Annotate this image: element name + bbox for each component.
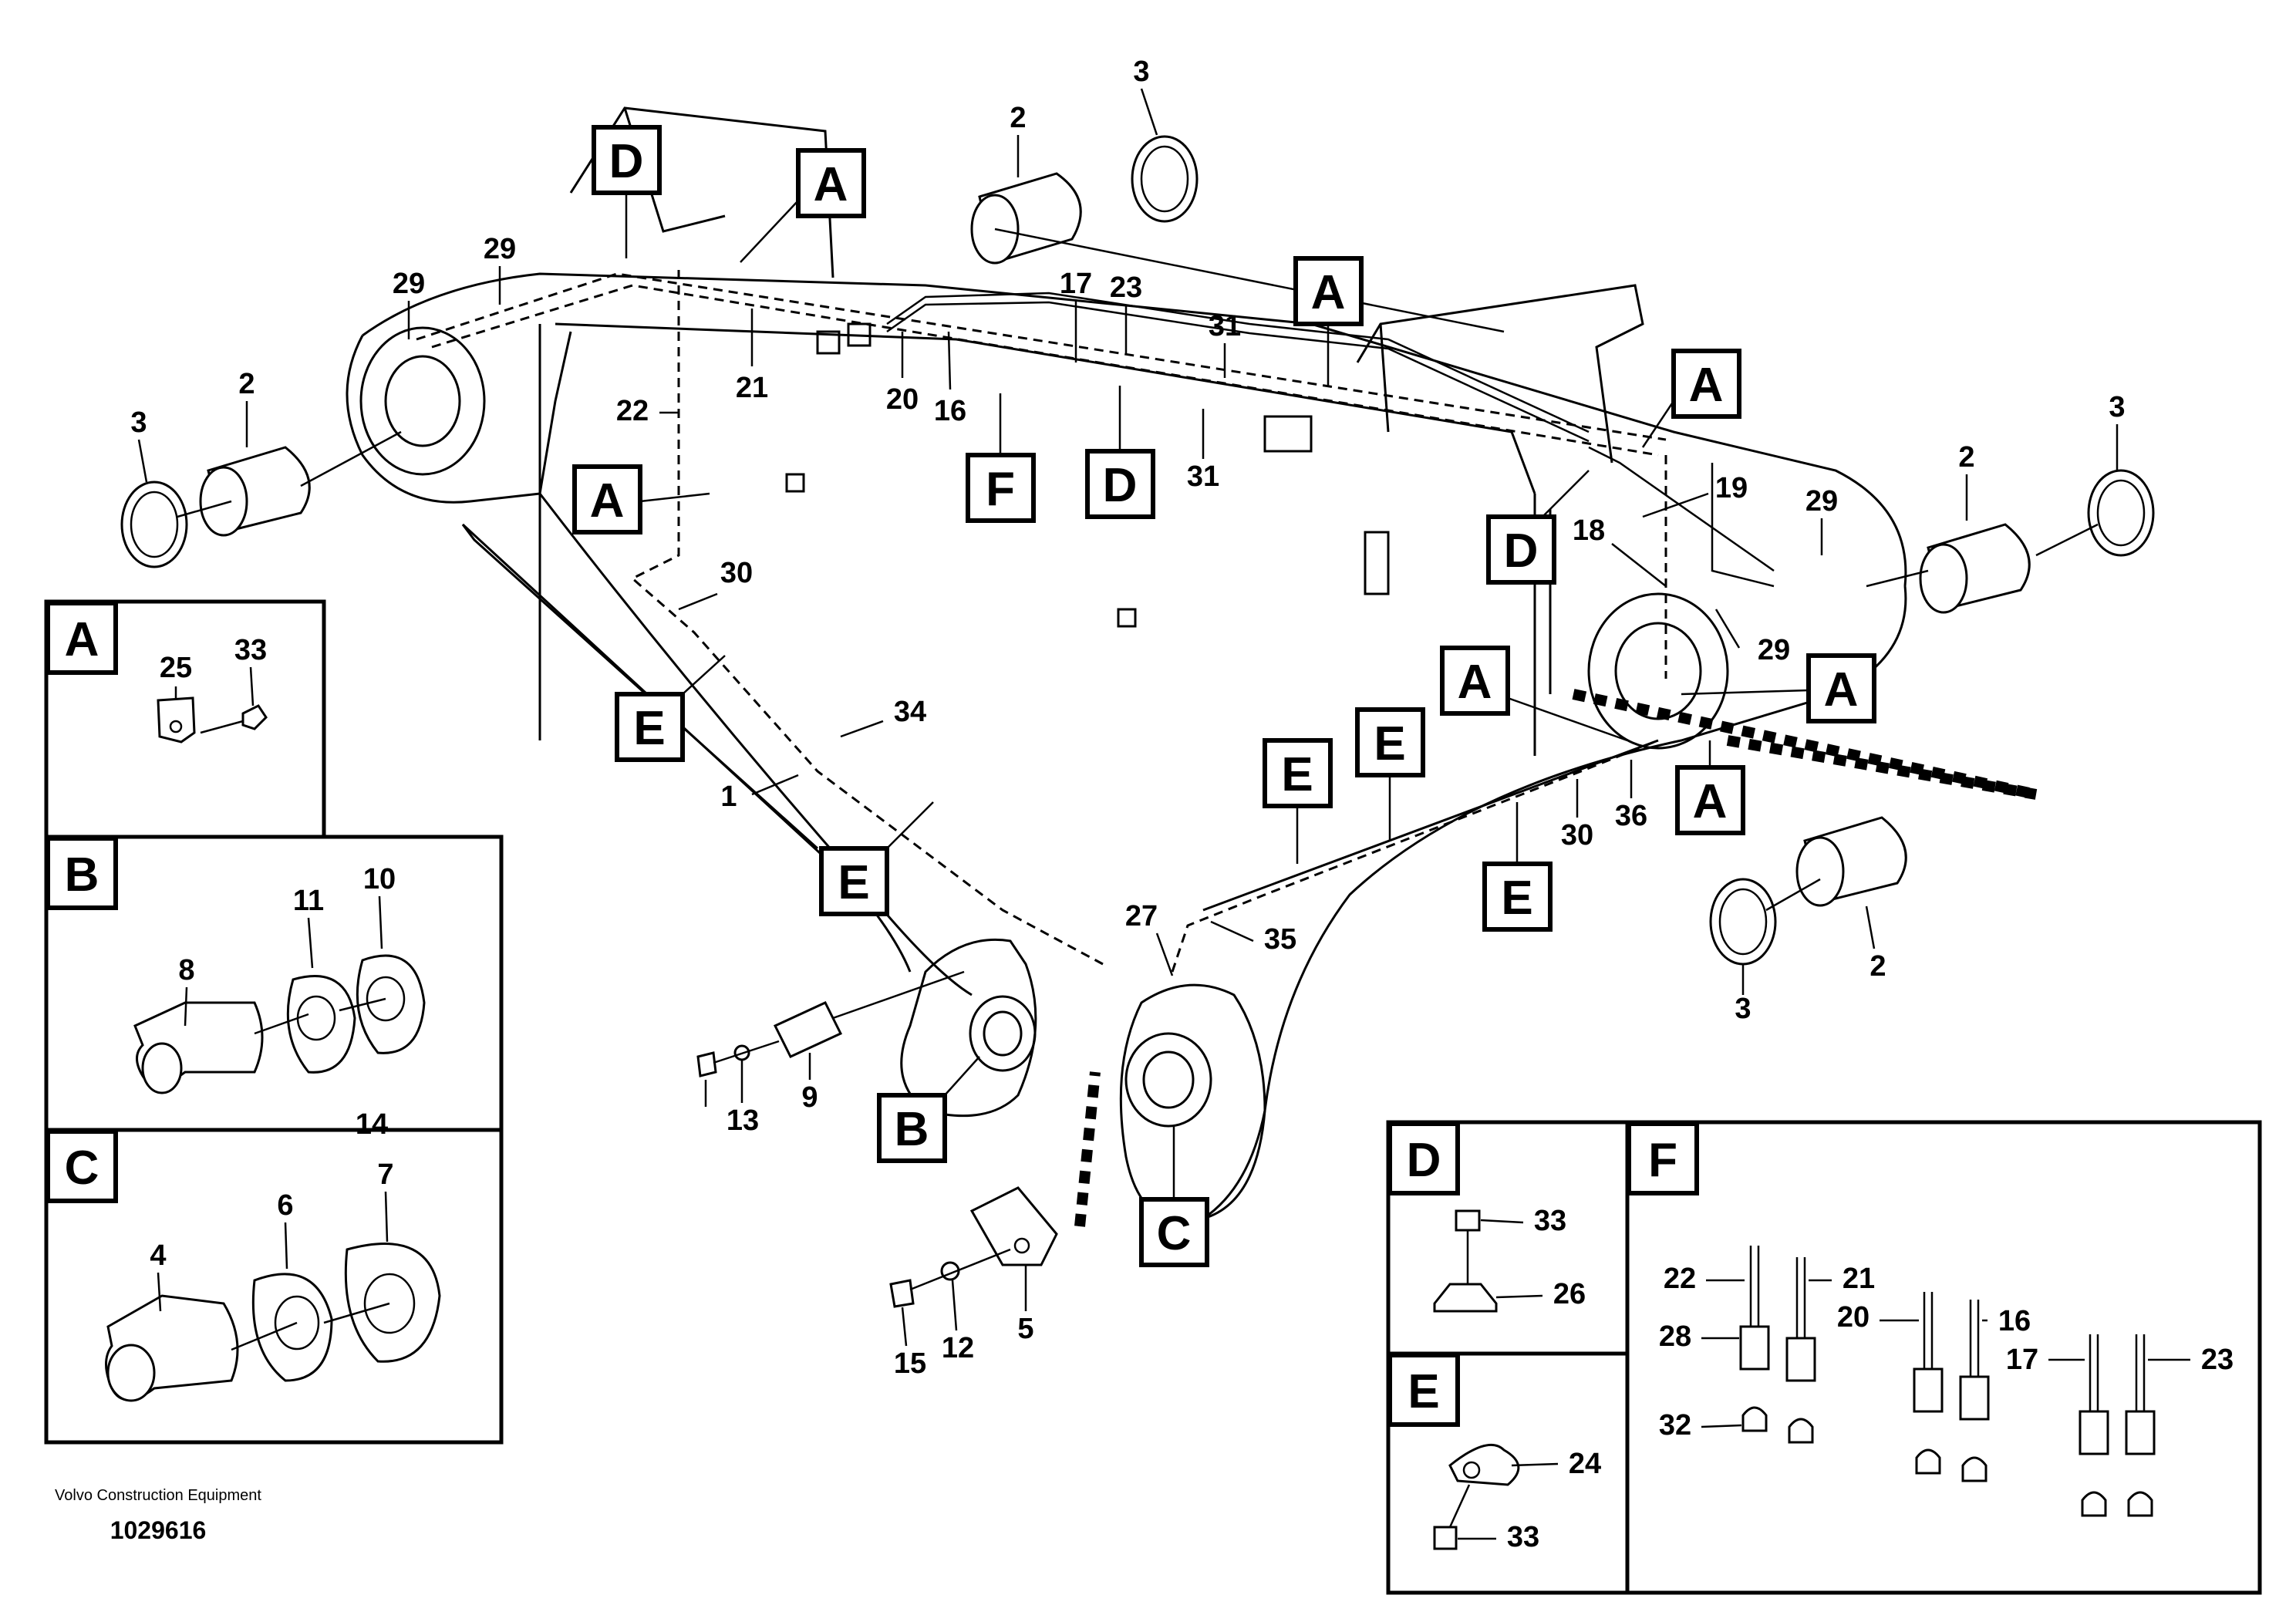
label-2: 2	[1010, 102, 1026, 134]
label-23: 23	[2201, 1344, 2234, 1376]
label-29: 29	[484, 233, 516, 265]
lower-parts	[696, 970, 1101, 1308]
detail-A	[44, 599, 326, 839]
label-3: 3	[2109, 391, 2125, 423]
callout-boxes: D A A A A F D D E A	[65, 125, 1876, 1418]
callout-E: E	[1374, 717, 1405, 771]
label-16: 16	[1998, 1305, 2031, 1337]
label-35: 35	[1264, 923, 1296, 956]
hydraulic-lines	[416, 270, 1775, 973]
label-11: 11	[293, 885, 324, 917]
label-21: 21	[736, 372, 768, 404]
label-25: 25	[160, 652, 192, 684]
callout-A: A	[1458, 656, 1492, 709]
label-17: 17	[2006, 1344, 2038, 1376]
label-2: 2	[1870, 950, 1886, 983]
detail-C	[44, 1128, 504, 1445]
label-18: 18	[1573, 514, 1605, 547]
label-30: 30	[1561, 819, 1593, 851]
label-4: 4	[150, 1239, 166, 1272]
label-17: 17	[1060, 268, 1092, 300]
callout-A: A	[1689, 359, 1724, 412]
detail-E	[1386, 1351, 1630, 1595]
detail-B	[44, 835, 504, 1132]
label-19: 19	[1715, 472, 1748, 504]
label-2: 2	[1958, 441, 1974, 474]
fitting-17	[2079, 1334, 2109, 1517]
callout-C: C	[1157, 1207, 1192, 1260]
callout-F: F	[986, 463, 1015, 516]
detail-label-C: C	[65, 1141, 99, 1195]
detail-label-D: D	[1407, 1134, 1441, 1187]
label-9: 9	[801, 1081, 818, 1114]
label-1: 1	[720, 781, 737, 813]
label-6: 6	[277, 1189, 293, 1222]
detail-label-B: B	[65, 848, 99, 902]
fitting-16	[1959, 1300, 1990, 1482]
detail-label-A: A	[65, 613, 99, 666]
label-7: 7	[377, 1158, 393, 1191]
label-15: 15	[894, 1347, 926, 1380]
callout-D: D	[1504, 524, 1539, 578]
label-20: 20	[886, 383, 919, 416]
callout-D: D	[609, 135, 644, 188]
callout-A: A	[814, 158, 848, 211]
label-16: 16	[934, 395, 966, 427]
callout-D: D	[1103, 459, 1138, 512]
label-22: 22	[1664, 1263, 1696, 1295]
label-29: 29	[393, 268, 425, 300]
callout-E: E	[838, 856, 869, 909]
detail-label-E: E	[1408, 1365, 1439, 1418]
label-3: 3	[130, 406, 147, 439]
callout-E: E	[1281, 748, 1313, 801]
label-29: 29	[1758, 634, 1790, 666]
document-number: 1029616	[110, 1516, 207, 1544]
label-2: 2	[238, 368, 255, 400]
label-31: 31	[1187, 460, 1219, 493]
label-22: 22	[616, 395, 649, 427]
label-33: 33	[234, 634, 267, 666]
label-10: 10	[363, 863, 396, 895]
label-3: 3	[1133, 56, 1149, 88]
label-33: 33	[1507, 1521, 1539, 1553]
label-36: 36	[1615, 800, 1647, 832]
label-13: 13	[727, 1104, 759, 1137]
label-14: 14	[356, 1108, 388, 1141]
label-31: 31	[1209, 310, 1241, 342]
label-26: 26	[1553, 1278, 1586, 1310]
label-23: 23	[1110, 271, 1142, 304]
manufacturer-name: Volvo Construction Equipment	[55, 1487, 261, 1504]
callout-E: E	[1501, 872, 1532, 925]
label-33: 33	[1534, 1205, 1566, 1237]
callout-A: A	[1693, 775, 1728, 828]
fitting-23	[2125, 1334, 2156, 1517]
label-34: 34	[894, 696, 926, 728]
label-20: 20	[1837, 1301, 1870, 1334]
label-30: 30	[720, 557, 753, 589]
callout-B: B	[895, 1103, 929, 1156]
label-28: 28	[1659, 1320, 1691, 1353]
part-numbers: 2 3 2 3 2 3 2 3 29 29 29 29 22 21 20 16 …	[130, 56, 2234, 1553]
label-8: 8	[178, 954, 194, 986]
callout-A: A	[1311, 266, 1346, 319]
label-29: 29	[1805, 485, 1838, 518]
fitting-22-28	[1739, 1246, 1770, 1432]
bushings	[120, 135, 2155, 966]
detail-F	[1625, 1120, 2262, 1595]
label-5: 5	[1017, 1313, 1033, 1345]
label-3: 3	[1735, 993, 1751, 1025]
publisher-footer: Volvo Construction Equipment 1029616	[31, 1487, 285, 1545]
fitting-20	[1913, 1292, 1944, 1475]
label-24: 24	[1569, 1448, 1601, 1480]
label-32: 32	[1659, 1409, 1691, 1442]
label-12: 12	[942, 1332, 974, 1364]
label-27: 27	[1125, 900, 1158, 932]
callout-E: E	[633, 702, 665, 755]
callout-A: A	[590, 474, 625, 528]
label-21: 21	[1843, 1263, 1875, 1295]
callout-A: A	[1824, 663, 1859, 717]
detail-label-F: F	[1648, 1134, 1677, 1187]
fitting-21	[1785, 1257, 1816, 1444]
